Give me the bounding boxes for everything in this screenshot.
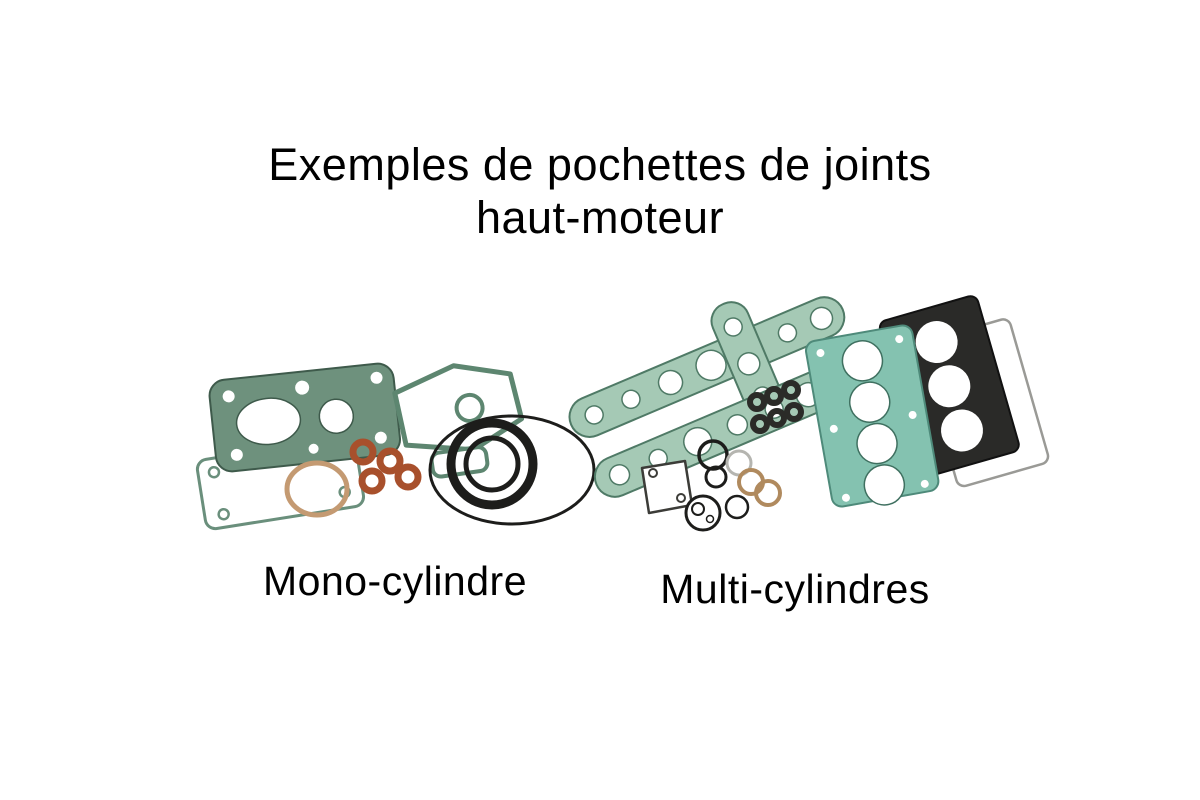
page-title-line2: haut-moteur <box>475 192 725 244</box>
label-mono-cylindre: Mono-cylindre <box>263 558 527 604</box>
cylinder-base-gasket <box>208 362 402 473</box>
mono-cylinder-gasket-group <box>195 362 596 531</box>
cover-gasket-outline <box>392 363 525 479</box>
four-cylinder-head-gasket <box>804 324 940 508</box>
page-title: Exemples de pochettes de joints haut-mot… <box>0 138 1200 244</box>
multi-cylinder-gasket-group <box>568 295 1050 532</box>
seal-ring-with-ports <box>684 494 722 532</box>
label-multi-cylindres: Multi-cylindres <box>660 566 930 612</box>
copper-washers <box>349 438 422 495</box>
rubber-rings <box>428 414 596 526</box>
fiber-ring <box>284 460 350 518</box>
small-gasket-plate <box>640 459 694 515</box>
page-title-line1: Exemples de pochettes de joints <box>268 139 932 190</box>
valve-stem-seals <box>747 380 804 434</box>
o-rings <box>697 439 782 520</box>
